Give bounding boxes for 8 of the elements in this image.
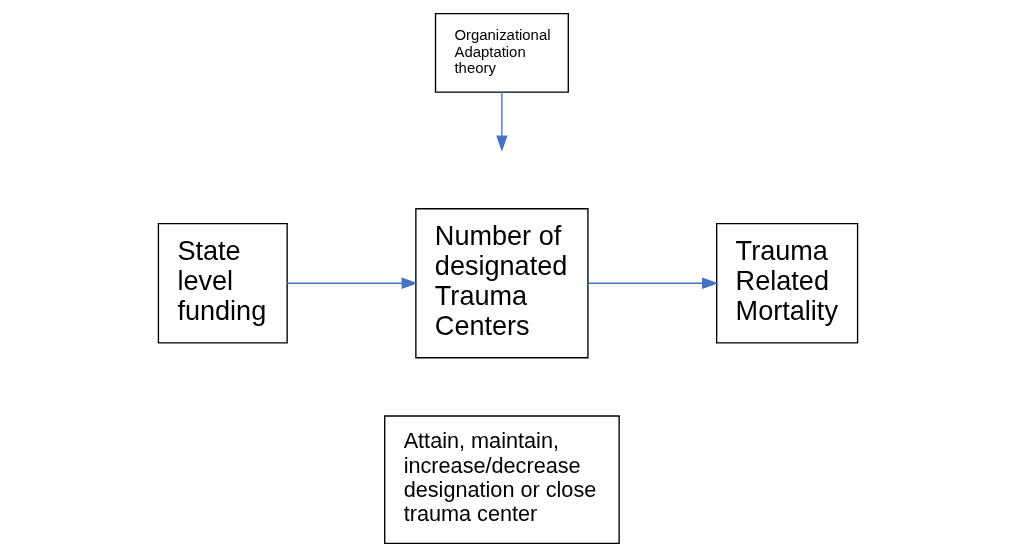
arrow bbox=[286, 277, 418, 289]
node-box: Attain, maintain, increase/decrease designation or close trauma center bbox=[384, 415, 620, 545]
node-box: Trauma Related Mortality bbox=[716, 222, 859, 344]
arrow bbox=[496, 91, 508, 152]
node-box: Number of designated Trauma Centers bbox=[415, 208, 589, 359]
node-box: State level funding bbox=[157, 222, 288, 344]
arrow bbox=[587, 277, 719, 289]
node-box: Organizational Adaptation theory bbox=[434, 12, 569, 93]
